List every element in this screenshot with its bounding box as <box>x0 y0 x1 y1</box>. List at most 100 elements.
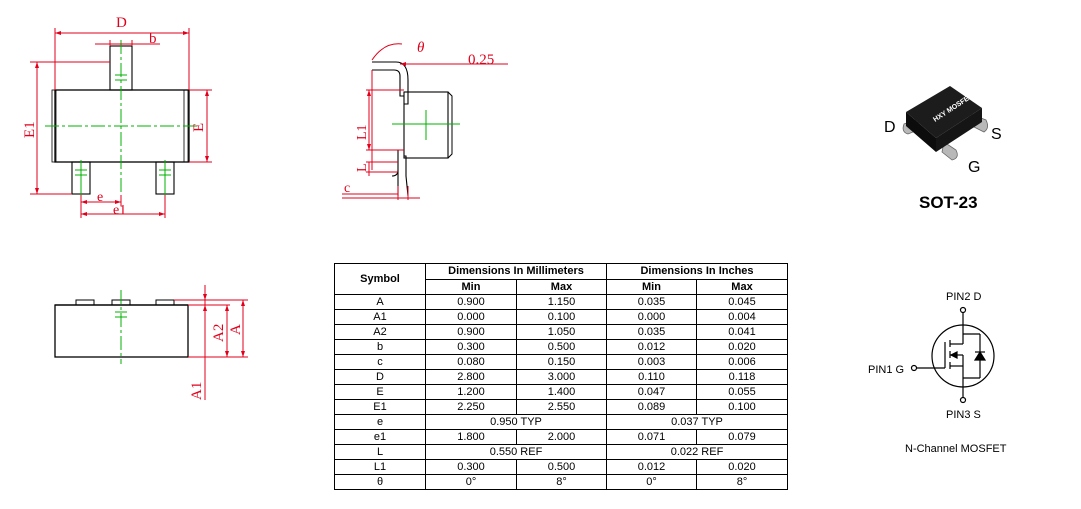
mm-header: Dimensions In Millimeters <box>425 263 607 280</box>
in-max-cell: 8° <box>696 474 788 490</box>
symbol-cell: E1 <box>334 399 426 415</box>
package-pin-d-label: D <box>884 119 896 136</box>
in-min-cell: 0° <box>606 474 697 490</box>
top-view: D b E1 E e e1 <box>22 15 212 218</box>
mm-min-cell: 0° <box>425 474 517 490</box>
mm-max-cell: 8° <box>516 474 607 490</box>
in-header: Dimensions In Inches <box>606 263 788 280</box>
mm-max-cell: 0.150 <box>516 354 607 370</box>
symbol-cell: A2 <box>334 324 426 340</box>
package-image: HXY MOSFET D S G SOT-23 <box>884 86 1002 212</box>
mm-min-cell: 2.250 <box>425 399 517 415</box>
mm-max-header: Max <box>516 278 607 295</box>
front-view: A1 A2 A <box>54 285 248 400</box>
pin2-label: PIN2 D <box>946 291 982 303</box>
mm-min-cell: 2.800 <box>425 369 517 385</box>
package-name: SOT-23 <box>919 193 978 212</box>
in-typ-cell: 0.037 TYP <box>606 414 788 430</box>
mm-max-cell: 3.000 <box>516 369 607 385</box>
symbol-cell: θ <box>334 474 426 490</box>
in-min-cell: 0.047 <box>606 384 697 400</box>
dim-label-L: L <box>355 163 370 172</box>
symbol-cell: A <box>334 294 426 310</box>
in-max-cell: 0.100 <box>696 399 788 415</box>
symbol-cell: L1 <box>334 459 426 475</box>
symbol-cell: D <box>334 369 426 385</box>
mm-min-cell: 0.000 <box>425 309 517 325</box>
in-max-cell: 0.118 <box>696 369 788 385</box>
in-min-cell: 0.012 <box>606 459 697 475</box>
side-view: θ 0.25 L1 L c <box>342 40 508 200</box>
mm-typ-cell: 0.950 TYP <box>425 414 607 430</box>
mm-max-cell: 2.550 <box>516 399 607 415</box>
mosfet-schematic <box>910 306 995 404</box>
package-pin-s-label: S <box>991 126 1002 143</box>
dim-label-A1: A1 <box>189 382 205 400</box>
dim-label-e1: e1 <box>113 203 126 218</box>
symbol-cell: A1 <box>334 309 426 325</box>
mm-min-header: Min <box>425 278 517 295</box>
dim-label-b: b <box>149 31 157 47</box>
mm-max-cell: 0.500 <box>516 459 607 475</box>
symbol-cell: e1 <box>334 429 426 445</box>
mm-min-cell: 0.900 <box>425 324 517 340</box>
mm-min-cell: 0.300 <box>425 459 517 475</box>
symbol-cell: e <box>334 414 426 430</box>
mm-min-cell: 1.800 <box>425 429 517 445</box>
in-min-cell: 0.035 <box>606 324 697 340</box>
in-max-cell: 0.045 <box>696 294 788 310</box>
in-min-cell: 0.035 <box>606 294 697 310</box>
dim-label-A2: A2 <box>211 324 227 342</box>
mm-max-cell: 0.100 <box>516 309 607 325</box>
mm-min-cell: 0.080 <box>425 354 517 370</box>
dim-label-D: D <box>116 15 127 31</box>
pin1-label: PIN1 G <box>868 364 904 376</box>
mm-max-cell: 1.050 <box>516 324 607 340</box>
symbol-cell: L <box>334 444 426 460</box>
pin3-label: PIN3 S <box>946 409 981 421</box>
mm-max-cell: 1.400 <box>516 384 607 400</box>
mm-max-cell: 1.150 <box>516 294 607 310</box>
symbol-header: Symbol <box>334 263 426 295</box>
dim-label-E: E <box>191 123 207 132</box>
dim-label-e: e <box>97 190 103 205</box>
dim-label-L1: L1 <box>355 124 370 140</box>
dim-label-025: 0.25 <box>468 52 494 68</box>
in-max-cell: 0.020 <box>696 339 788 355</box>
mm-max-cell: 0.500 <box>516 339 607 355</box>
schematic-caption: N-Channel MOSFET <box>905 443 1007 455</box>
mm-min-cell: 1.200 <box>425 384 517 400</box>
package-pin-g-label: G <box>968 159 980 176</box>
dim-label-c: c <box>344 181 350 196</box>
in-max-header: Max <box>696 278 788 295</box>
in-max-cell: 0.004 <box>696 309 788 325</box>
dim-label-A: A <box>228 324 244 335</box>
in-max-cell: 0.079 <box>696 429 788 445</box>
mm-min-cell: 0.300 <box>425 339 517 355</box>
in-min-cell: 0.110 <box>606 369 697 385</box>
in-max-cell: 0.006 <box>696 354 788 370</box>
symbol-cell: c <box>334 354 426 370</box>
dimension-table: Symbol Dimensions In Millimeters Dimensi… <box>334 263 788 490</box>
in-min-cell: 0.003 <box>606 354 697 370</box>
mm-typ-cell: 0.550 REF <box>425 444 607 460</box>
dim-label-theta: θ <box>417 40 425 56</box>
in-min-cell: 0.000 <box>606 309 697 325</box>
in-min-cell: 0.012 <box>606 339 697 355</box>
symbol-cell: E <box>334 384 426 400</box>
in-max-cell: 0.020 <box>696 459 788 475</box>
